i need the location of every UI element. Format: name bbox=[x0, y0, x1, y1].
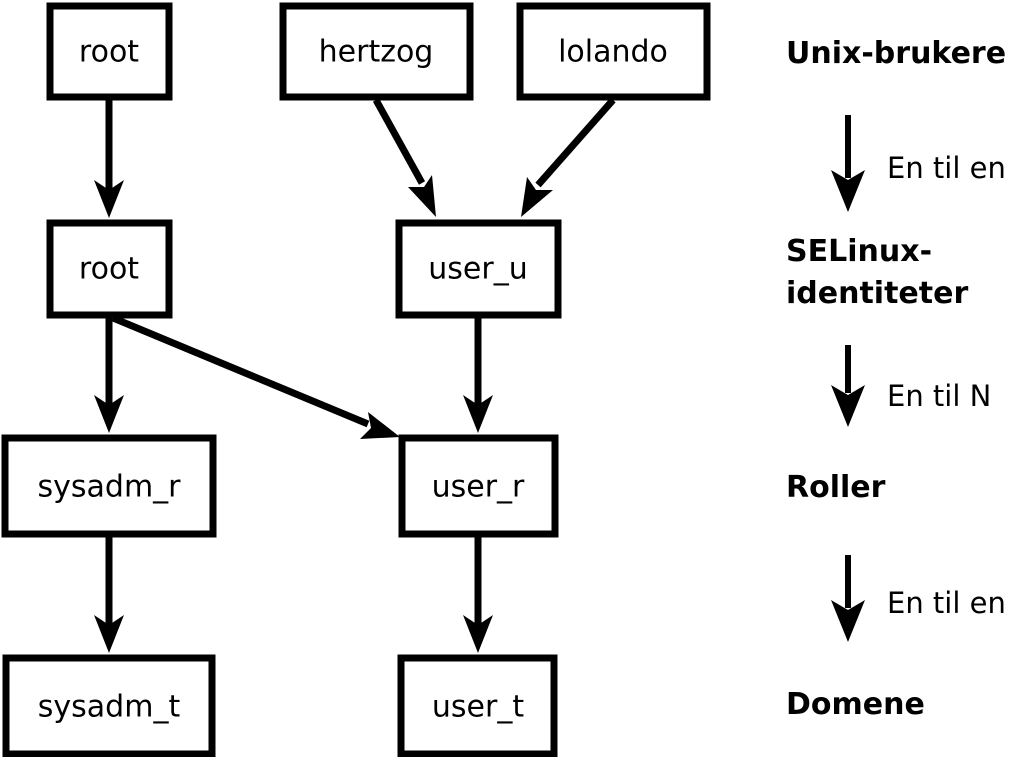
node-label: user_t bbox=[432, 690, 524, 725]
arrow-head-icon bbox=[831, 600, 865, 642]
node-label: root bbox=[79, 35, 139, 70]
arrow-head-icon bbox=[831, 170, 865, 212]
edge-line bbox=[372, 98, 426, 185]
legend-mapping-1-2: En til en bbox=[887, 151, 1006, 185]
arrow-head-icon bbox=[94, 615, 124, 653]
arrow-head-icon bbox=[408, 175, 436, 217]
arrow-head-icon bbox=[94, 395, 124, 433]
arrow-head-icon bbox=[831, 385, 865, 427]
edge-user-u-to-user-r bbox=[463, 318, 493, 433]
edge-root-id-to-user-r bbox=[111, 314, 400, 439]
node-label: hertzog bbox=[319, 35, 434, 70]
node-root-id[interactable]: root bbox=[46, 219, 173, 319]
edge-lolando-to-user-u bbox=[521, 97, 616, 217]
legend-tier-unix-users: Unix-brukere bbox=[786, 36, 1006, 71]
node-user-u[interactable]: user_u bbox=[395, 219, 562, 319]
arrow-head-icon bbox=[463, 615, 493, 653]
arrow-head-icon bbox=[94, 180, 124, 218]
node-box bbox=[279, 2, 474, 101]
edge-hertzog-to-user-u bbox=[372, 98, 436, 217]
edge-root-id-to-sysadm-r bbox=[94, 318, 124, 433]
edge-root-user-to-root-id bbox=[94, 100, 124, 218]
node-box bbox=[395, 219, 562, 319]
arrow-head-icon bbox=[521, 177, 553, 217]
node-sysadm-r[interactable]: sysadm_r bbox=[1, 434, 217, 538]
node-user-r[interactable]: user_r bbox=[398, 434, 559, 538]
node-box bbox=[2, 654, 216, 757]
node-hertzog[interactable]: hertzog bbox=[279, 2, 474, 101]
edge-user-r-to-user-t bbox=[463, 537, 493, 653]
arrow-head-icon bbox=[360, 412, 400, 439]
node-box bbox=[1, 434, 217, 538]
edge-sysadm-r-to-sysadm-t bbox=[94, 537, 124, 653]
node-box bbox=[397, 654, 558, 757]
edge-line bbox=[111, 314, 370, 428]
node-box bbox=[46, 219, 173, 319]
node-label: root bbox=[79, 252, 139, 287]
node-label: user_u bbox=[428, 252, 527, 287]
node-box bbox=[46, 2, 173, 101]
node-label: sysadm_r bbox=[38, 470, 182, 505]
legend-tier-domains: Domene bbox=[786, 687, 925, 722]
node-user-t[interactable]: user_t bbox=[397, 654, 558, 757]
legend-mapping-3-4: En til en bbox=[887, 586, 1006, 620]
legend-mapping-2-3: En til N bbox=[887, 379, 991, 413]
legend-tier-selinux-identities-line2: identiteter bbox=[786, 276, 968, 311]
legend-arrow-one-to-one-top bbox=[831, 115, 865, 212]
node-sysadm-t[interactable]: sysadm_t bbox=[2, 654, 216, 757]
node-lolando[interactable]: lolando bbox=[516, 2, 711, 101]
legend-arrow-one-to-one-bottom bbox=[831, 555, 865, 642]
node-root-user[interactable]: root bbox=[46, 2, 173, 101]
arrow-head-icon bbox=[463, 395, 493, 433]
node-label: lolando bbox=[558, 35, 668, 70]
edge-line bbox=[535, 97, 616, 188]
legend-tier-selinux-identities-line1: SELinux- bbox=[786, 234, 932, 269]
node-box bbox=[398, 434, 559, 538]
node-label: sysadm_t bbox=[38, 690, 181, 725]
node-box bbox=[516, 2, 711, 101]
legend-tier-roles: Roller bbox=[786, 470, 886, 505]
legend-arrow-one-to-n bbox=[831, 345, 865, 427]
node-label: user_r bbox=[432, 470, 525, 505]
